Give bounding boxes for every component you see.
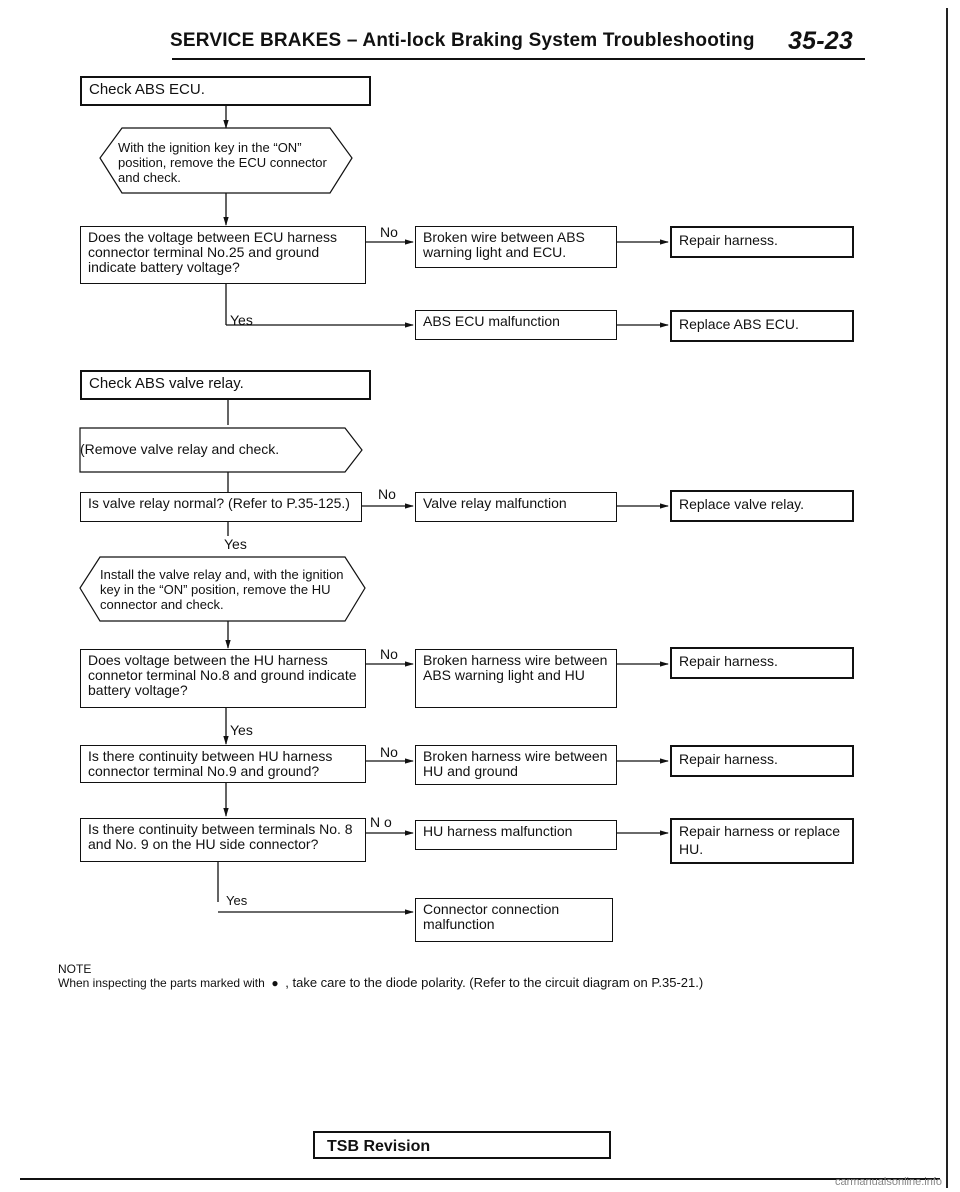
check-abs-ecu-text: Check ABS ECU. <box>89 81 205 98</box>
result-broken-hu-ground: Broken harness wire between HU and groun… <box>415 745 617 785</box>
page-number: 35-23 <box>788 27 853 55</box>
label-no-2: No <box>378 486 396 502</box>
label-no-3: No <box>380 646 398 662</box>
result-broken-abs-hu-text: Broken harness wire between ABS warning … <box>423 652 608 683</box>
label-yes-3: Yes <box>230 722 253 738</box>
note-text-after: , take care to the diode polarity. (Refe… <box>285 975 704 990</box>
action-repair-harness-1-text: Repair harness. <box>679 232 778 248</box>
result-broken-wire-abs-ecu-text: Broken wire between ABS warning light an… <box>423 229 585 260</box>
label-no-1: No <box>380 224 398 240</box>
action-repair-harness-2: Repair harness. <box>670 647 854 679</box>
action-repair-harness-2-text: Repair harness. <box>679 653 778 669</box>
result-hu-harness-malfunction-text: HU harness malfunction <box>423 823 573 839</box>
note-bullet: ● <box>271 976 279 990</box>
question-ecu-voltage: Does the voltage between ECU harness con… <box>80 226 366 284</box>
check-valve-relay-box: Check ABS valve relay. <box>80 370 371 400</box>
label-no-4: No <box>380 744 398 760</box>
question-valve-relay-normal-text: Is valve relay normal? (Refer to P.35-12… <box>88 495 350 511</box>
question-hu-continuity-text: Is there continuity between HU harness c… <box>88 748 333 779</box>
question-hu-continuity: Is there continuity between HU harness c… <box>80 745 366 783</box>
label-yes-4: Yes <box>226 893 248 908</box>
result-broken-wire-abs-ecu: Broken wire between ABS warning light an… <box>415 226 617 268</box>
tsb-revision-box: TSB Revision <box>313 1131 611 1159</box>
note-text-before: When inspecting the parts marked with <box>58 976 265 990</box>
action-repair-harness-3-text: Repair harness. <box>679 751 778 767</box>
action-repair-harness-1: Repair harness. <box>670 226 854 258</box>
result-hu-harness-malfunction: HU harness malfunction <box>415 820 617 850</box>
page-edge-rule <box>946 8 948 1188</box>
action-replace-valve-relay: Replace valve relay. <box>670 490 854 522</box>
valve-instruction: (Remove valve relay and check. <box>80 441 280 457</box>
result-abs-ecu-malfunction-text: ABS ECU malfunction <box>423 313 560 329</box>
result-connector-malfunction-text: Connector connection malfunction <box>423 901 560 932</box>
check-abs-ecu-box: Check ABS ECU. <box>80 76 371 106</box>
label-no-5: N o <box>370 814 392 830</box>
result-abs-ecu-malfunction: ABS ECU malfunction <box>415 310 617 340</box>
result-broken-hu-ground-text: Broken harness wire between HU and groun… <box>423 748 608 779</box>
question-ecu-voltage-text: Does the voltage between ECU harness con… <box>88 229 338 275</box>
page-header: SERVICE BRAKES – Anti-lock Braking Syste… <box>170 27 870 55</box>
ecu-instruction: With the ignition key in the “ON” positi… <box>118 140 327 185</box>
label-yes-1: Yes <box>230 312 253 328</box>
result-broken-abs-hu: Broken harness wire between ABS warning … <box>415 649 617 708</box>
result-valve-relay-malfunction-text: Valve relay malfunction <box>423 495 567 511</box>
hu-instruction: Install the valve relay and, with the ig… <box>100 567 344 612</box>
action-repair-harness-3: Repair harness. <box>670 745 854 777</box>
footer-rule <box>20 1178 940 1180</box>
header-title: SERVICE BRAKES – Anti-lock Braking Syste… <box>170 30 755 51</box>
question-hu-voltage-text: Does voltage between the HU harness conn… <box>88 652 357 698</box>
action-repair-or-replace-hu-text: Repair harness or replace HU. <box>679 823 841 857</box>
question-terminals-continuity: Is there continuity between terminals No… <box>80 818 366 862</box>
result-valve-relay-malfunction: Valve relay malfunction <box>415 492 617 522</box>
action-replace-abs-ecu-text: Replace ABS ECU. <box>679 316 799 332</box>
check-valve-relay-text: Check ABS valve relay. <box>89 375 244 392</box>
header-rule <box>172 58 865 60</box>
note-heading: NOTE <box>58 962 92 976</box>
action-replace-valve-relay-text: Replace valve relay. <box>679 496 805 512</box>
note-text: When inspecting the parts marked with ● … <box>58 975 703 990</box>
watermark: carmanualsonline.info <box>834 1176 942 1188</box>
question-hu-voltage: Does voltage between the HU harness conn… <box>80 649 366 708</box>
label-yes-2: Yes <box>224 536 247 552</box>
question-terminals-continuity-text: Is there continuity between terminals No… <box>88 821 353 852</box>
action-repair-or-replace-hu: Repair harness or replace HU. <box>670 818 854 864</box>
result-connector-malfunction: Connector connection malfunction <box>415 898 613 942</box>
tsb-revision-text: TSB Revision <box>327 1138 431 1155</box>
action-replace-abs-ecu: Replace ABS ECU. <box>670 310 854 342</box>
question-valve-relay-normal: Is valve relay normal? (Refer to P.35-12… <box>80 492 362 522</box>
